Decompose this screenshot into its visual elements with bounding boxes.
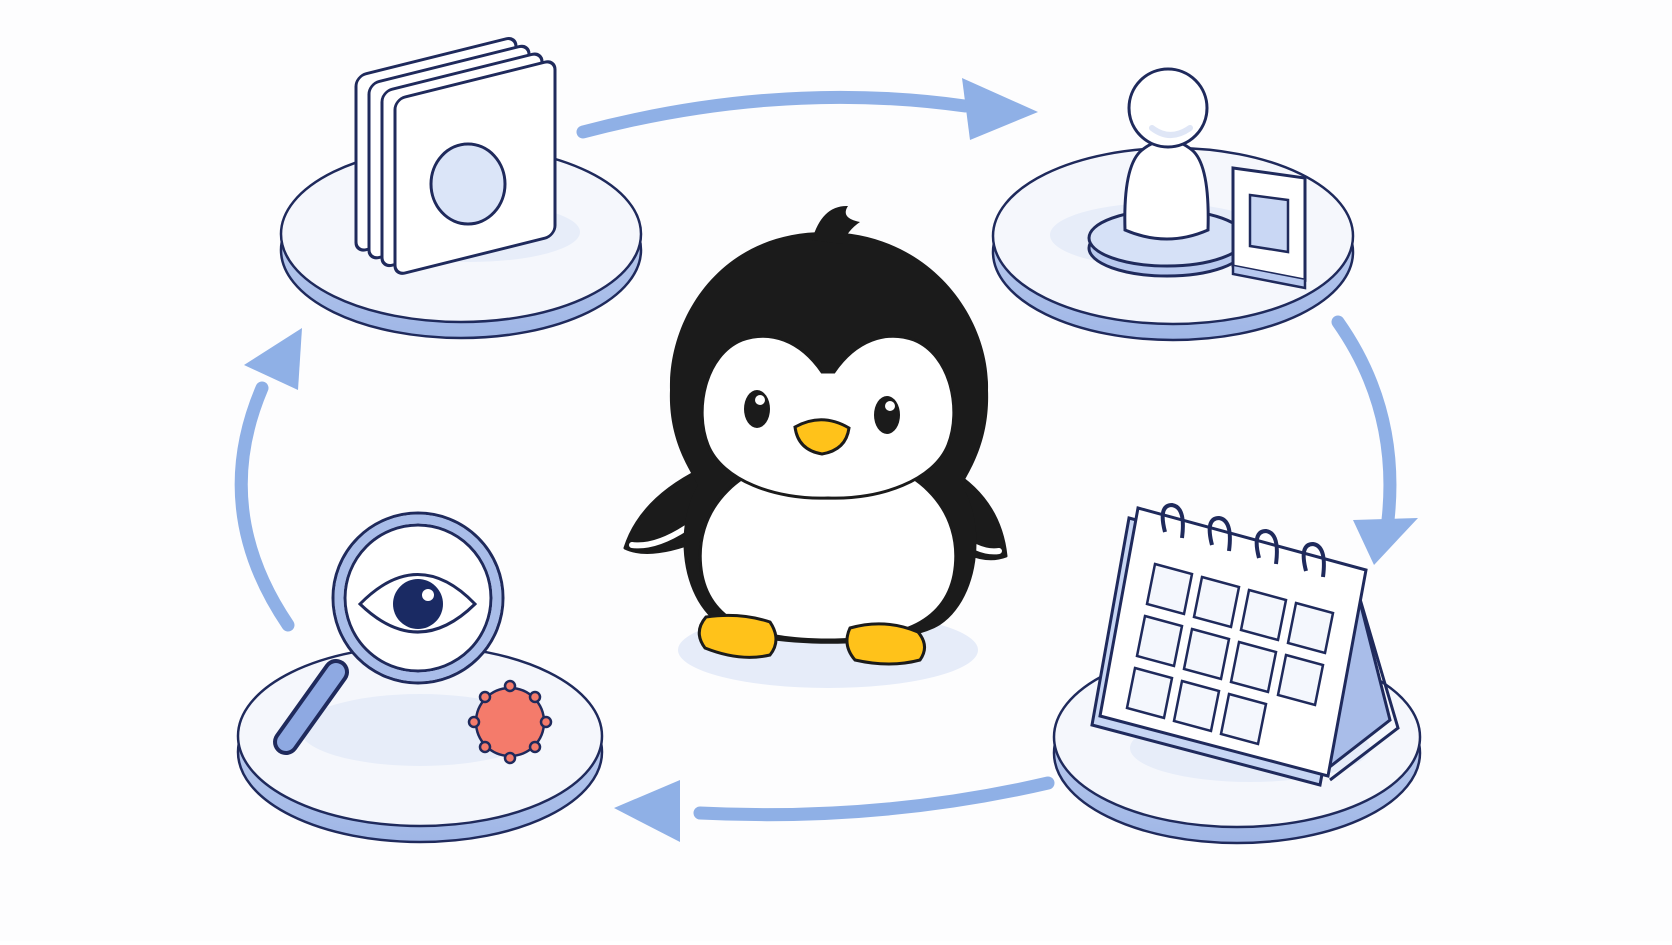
arrow-right xyxy=(1331,315,1397,527)
arrow-right-head-icon xyxy=(1353,518,1418,565)
cycle-arrows xyxy=(234,78,1418,842)
arrow-top-head-icon xyxy=(962,78,1038,140)
desk-calendar-icon xyxy=(1090,502,1400,787)
arrow-left xyxy=(234,381,295,632)
penguin-left-eye xyxy=(744,390,770,428)
magnifier-eye-bug-icon xyxy=(273,511,553,766)
penguin-right-foot xyxy=(845,622,926,666)
calendar-day-grid xyxy=(1125,562,1335,746)
penguin-tuft xyxy=(812,205,860,244)
arrow-bottom-head-icon xyxy=(614,780,680,842)
arrow-top xyxy=(576,90,972,139)
penguin-mascot xyxy=(623,205,1008,688)
arrow-left-head-icon xyxy=(244,328,302,390)
arrow-bottom xyxy=(693,776,1055,822)
penguin-right-eye xyxy=(874,396,900,434)
bug-icon xyxy=(467,679,553,765)
calendar-rings xyxy=(1160,502,1326,578)
card-stack-icon xyxy=(354,36,580,275)
penguin-left-foot xyxy=(697,613,778,659)
penguin-face xyxy=(700,334,956,500)
board-game-pawn-icon xyxy=(1050,67,1307,290)
penguin-belly xyxy=(698,453,958,642)
penguin-beak xyxy=(793,418,851,456)
